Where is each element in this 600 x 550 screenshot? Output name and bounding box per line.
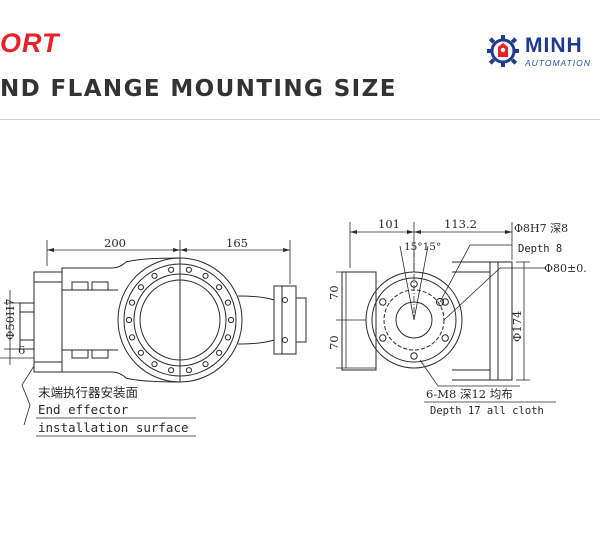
dim-101: 101 <box>378 217 400 231</box>
bolt-hole <box>379 298 387 306</box>
rear-plate <box>489 261 513 381</box>
side-view <box>19 257 307 383</box>
dim-depth: 6 <box>18 343 25 357</box>
dim-length-165: 165 <box>226 236 248 250</box>
dim-angle: 15°15° <box>404 241 441 253</box>
flange-body <box>341 271 377 371</box>
bolt-hole <box>202 361 209 368</box>
dim-length-200: 200 <box>104 236 126 250</box>
forearm-neck <box>237 295 275 345</box>
side-dimensions <box>0 240 291 437</box>
flange-view <box>341 261 513 381</box>
joint-bore <box>133 273 227 367</box>
screw-depth: Depth 17 all cloth <box>430 405 544 417</box>
flange-bolt-circle <box>379 280 449 360</box>
flange-dimensions <box>336 222 556 403</box>
bolt-hole <box>379 334 387 342</box>
label-cn: 末端执行器安装面 <box>38 385 138 400</box>
header-divider <box>0 119 600 120</box>
brand-name: ORT <box>0 28 60 58</box>
bolt-head <box>71 281 89 291</box>
bolt-hole <box>151 361 158 368</box>
dim-113-2: 113.2 <box>444 217 477 231</box>
dim-70-lower: 70 <box>327 335 341 350</box>
bolt-hole <box>185 367 192 374</box>
logo-wordmark: MINH <box>525 34 583 57</box>
label-installation-surface: installation surface <box>38 420 189 435</box>
joint-bolt-circle <box>125 266 235 374</box>
gear-robot-icon <box>487 35 519 67</box>
rear-housing <box>452 261 491 381</box>
bolt-hole <box>216 349 223 356</box>
bolt-hole <box>224 334 231 341</box>
dim-70-upper: 70 <box>327 285 341 300</box>
bolt-hole <box>185 266 192 273</box>
pcd-label: Φ80±0. <box>544 262 587 275</box>
bolt-hole <box>216 284 223 291</box>
screw-spec: 6-M8 深12 均布 <box>426 387 513 401</box>
label-end-effector: End effector <box>38 402 129 417</box>
page-title: ND FLANGE MOUNTING SIZE <box>0 76 397 102</box>
bolt-hole <box>137 349 144 356</box>
bolt-hole <box>202 272 209 279</box>
bolt-hole <box>168 367 175 374</box>
bolt-head <box>91 349 109 359</box>
bolt-hole <box>168 266 175 273</box>
end-flange-plate <box>33 271 63 373</box>
logo-tagline: AUTOMATION <box>525 58 591 68</box>
bolt-hole <box>125 316 133 324</box>
bolt-head <box>71 349 89 359</box>
wrist-housing <box>61 257 181 383</box>
company-logo: MINH AUTOMATION <box>483 30 600 76</box>
bolt-hole <box>441 334 449 342</box>
dim-bore: Φ50H7 <box>3 299 17 340</box>
dimension-labels: 200 165 Φ50H7 6 末端执行器安装面 End effector in… <box>3 217 587 435</box>
motor-flange <box>273 285 297 355</box>
bolt-head <box>91 281 109 291</box>
flange-spigot <box>19 302 35 350</box>
outer-diameter: Φ174 <box>510 311 524 342</box>
bolt-hole <box>224 299 231 306</box>
bolt-hole <box>441 298 449 306</box>
bolt-hole <box>151 272 158 279</box>
bolt-hole <box>410 352 418 360</box>
bolt-hole <box>227 316 235 324</box>
bolt-hole <box>129 334 136 341</box>
hole-spec: Φ8H7 深8 <box>514 222 568 235</box>
hole-depth: Depth 8 <box>518 243 562 255</box>
dowel-hole <box>435 297 445 307</box>
bolt-hole <box>137 284 144 291</box>
bolt-hole <box>129 299 136 306</box>
